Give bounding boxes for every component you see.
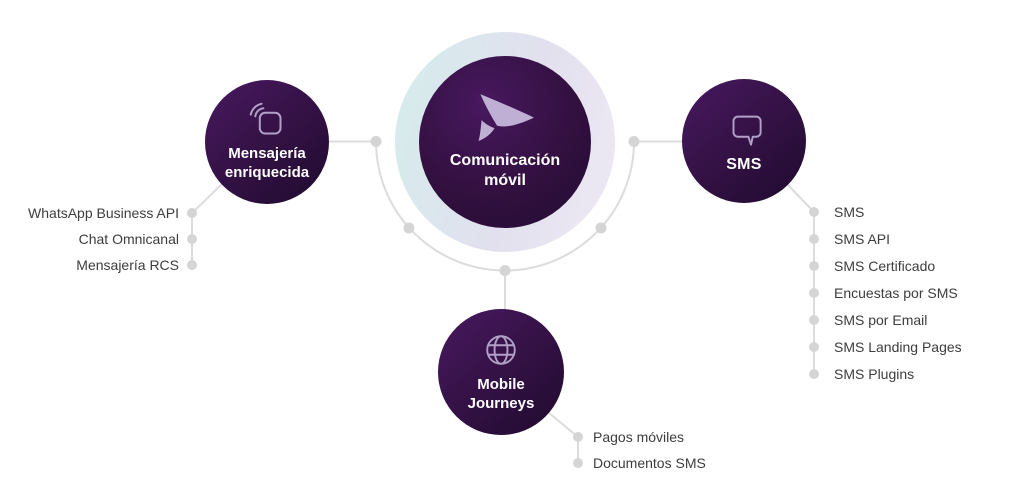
node-comunicacion-movil[interactable]: Comunicación móvil <box>419 56 591 228</box>
node-mensajeria-enriquecida[interactable]: Mensajería enriquecida <box>205 80 329 204</box>
rich-messaging-waves-icon <box>249 103 282 135</box>
orbit-dots <box>370 136 640 276</box>
list-item-mensajeria-rcs[interactable]: Mensajería RCS <box>76 257 179 273</box>
globe-icon <box>486 335 516 365</box>
list-item-whatsapp-business-api[interactable]: WhatsApp Business API <box>28 205 179 221</box>
center-node-label: Comunicación móvil <box>449 152 561 189</box>
node-mobile-journeys[interactable]: Mobile Journeys <box>438 309 564 435</box>
list-item-documentos-sms[interactable]: Documentos SMS <box>593 455 706 471</box>
list-item-sms[interactable]: SMS <box>834 204 865 220</box>
list-item-sms-por-email[interactable]: SMS por Email <box>834 312 928 328</box>
list-item-encuestas-por-sms[interactable]: Encuestas por SMS <box>834 285 958 301</box>
mensajeria-node-label: Mensajería enriquecida <box>224 145 310 181</box>
list-item-chat-omnicanal[interactable]: Chat Omnicanal <box>78 231 179 247</box>
list-item-sms-api[interactable]: SMS API <box>834 231 891 247</box>
journeys-node-label: Mobile Journeys <box>467 376 535 412</box>
sms-node-label: SMS <box>726 155 762 173</box>
list-item-sms-plugins[interactable]: SMS Plugins <box>834 366 915 382</box>
list-item-sms-landing-pages[interactable]: SMS Landing Pages <box>834 339 962 355</box>
list-dots <box>187 207 819 468</box>
link-arrow-logo-icon <box>478 94 534 142</box>
chat-bubble-icon <box>732 115 762 146</box>
list-item-pagos-moviles[interactable]: Pagos móviles <box>593 429 685 445</box>
connector-mensajeria-list <box>191 183 223 265</box>
node-sms[interactable]: SMS <box>682 79 806 203</box>
list-item-sms-certificado[interactable]: SMS Certificado <box>834 258 936 274</box>
